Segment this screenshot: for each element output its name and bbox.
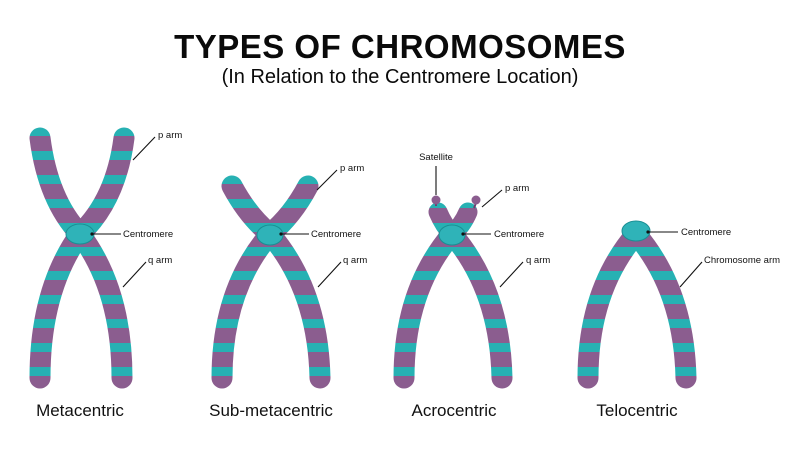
- metacentric-p-arm-left: [29, 127, 91, 245]
- metacentric-p-label: p arm: [158, 130, 182, 141]
- acrocentric-leaders: [435, 166, 524, 288]
- leader-line: [316, 169, 338, 191]
- page-title: TYPES OF CHROMOSOMES: [174, 28, 626, 65]
- metacentric-chromosome: [29, 127, 135, 389]
- metacentric-q-arm-right: [69, 223, 133, 389]
- telocentric-arm-right: [625, 223, 697, 389]
- submetacentric-centromere: [256, 224, 284, 246]
- acrocentric-q-label: q arm: [526, 255, 550, 266]
- telocentric-name: Telocentric: [596, 401, 678, 420]
- acrocentric-q-arm-right: [441, 223, 513, 389]
- submetacentric-centromere-label: Centromere: [311, 229, 361, 240]
- submetacentric-q-label: q arm: [343, 255, 367, 266]
- telocentric-centromere: [621, 220, 651, 242]
- metacentric-leaders: [90, 136, 156, 288]
- leader-dot: [90, 232, 94, 236]
- satellite-left: [431, 195, 441, 205]
- leader-dot: [461, 232, 465, 236]
- telocentric-arm-left: [577, 223, 647, 389]
- leader-dot: [279, 232, 283, 236]
- submetacentric-p-label: p arm: [340, 163, 364, 174]
- acrocentric-name: Acrocentric: [411, 401, 497, 420]
- leader-line: [499, 261, 524, 288]
- satellite-right: [471, 195, 481, 205]
- metacentric-centromere-label: Centromere: [123, 229, 173, 240]
- metacentric-q-arm-left: [29, 223, 91, 389]
- acrocentric-p-label: p arm: [505, 183, 529, 194]
- metacentric-p-arm-right: [69, 127, 135, 245]
- telocentric-centromere-label: Centromere: [681, 227, 731, 238]
- acrocentric-chromosome: [393, 195, 513, 389]
- leader-dot: [646, 230, 650, 234]
- telocentric-chromosome: [577, 220, 697, 389]
- submetacentric-name: Sub-metacentric: [209, 401, 333, 420]
- metacentric-q-label: q arm: [148, 255, 172, 266]
- acrocentric-centromere: [438, 224, 466, 246]
- leader-line: [317, 261, 342, 288]
- page-subtitle: (In Relation to the Centromere Location): [221, 66, 579, 88]
- submetacentric-q-arm-right: [259, 223, 331, 389]
- acrocentric-q-arm-left: [393, 223, 463, 389]
- metacentric-name: Metacentric: [36, 401, 124, 420]
- submetacentric-q-arm-left: [211, 223, 281, 389]
- leader-line: [132, 136, 156, 161]
- telocentric-arm-label: Chromosome arm: [704, 255, 780, 266]
- leader-line: [679, 261, 703, 288]
- leader-line: [122, 261, 147, 288]
- acrocentric-satellite-label: Satellite: [419, 152, 453, 163]
- telocentric-leaders: [646, 230, 703, 288]
- submetacentric-chromosome: [211, 175, 331, 389]
- submetacentric-leaders: [279, 169, 342, 288]
- metacentric-centromere: [65, 223, 95, 245]
- leader-line: [481, 189, 503, 208]
- acrocentric-centromere-label: Centromere: [494, 229, 544, 240]
